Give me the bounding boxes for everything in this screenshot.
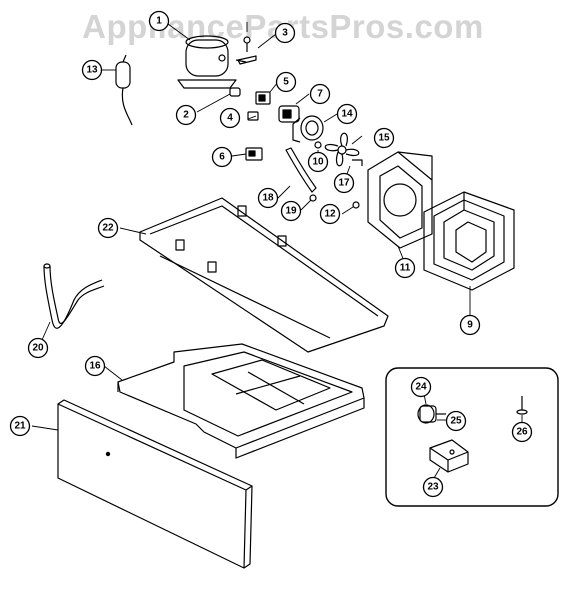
part-knob-24 bbox=[417, 404, 446, 424]
callout-label: 12 bbox=[324, 209, 336, 220]
callout-c26: 26 bbox=[511, 421, 533, 443]
part-drain-tube-20 bbox=[43, 263, 105, 329]
leader-lines bbox=[31, 22, 523, 479]
part-relay-5 bbox=[255, 91, 271, 105]
callout-label: 11 bbox=[400, 263, 411, 274]
callout-label: 5 bbox=[283, 77, 289, 88]
part-compressor-1 bbox=[177, 35, 247, 89]
callout-label: 20 bbox=[32, 343, 44, 354]
callout-label: 1 bbox=[156, 16, 162, 27]
callout-c3: 3 bbox=[274, 22, 296, 44]
part-bracket-6 bbox=[245, 147, 263, 161]
callout-c25: 25 bbox=[445, 410, 467, 432]
part-nut-12 bbox=[352, 201, 360, 209]
callout-c20: 20 bbox=[27, 337, 49, 359]
part-thermostat-23 bbox=[429, 439, 469, 473]
callout-label: 9 bbox=[467, 320, 473, 331]
part-overload-7 bbox=[278, 105, 300, 123]
part-fan-motor-14 bbox=[292, 115, 324, 143]
callout-label: 23 bbox=[427, 482, 439, 493]
callout-label: 22 bbox=[102, 223, 114, 234]
part-washer-10 bbox=[314, 141, 322, 149]
part-screw-26 bbox=[516, 396, 528, 415]
callout-c17: 17 bbox=[333, 172, 355, 194]
callout-c1: 1 bbox=[148, 10, 170, 32]
part-condenser-9 bbox=[423, 191, 515, 291]
part-base-pan-22 bbox=[139, 197, 389, 353]
part-nut-19 bbox=[309, 194, 317, 202]
callout-label: 4 bbox=[227, 113, 233, 124]
callout-c23: 23 bbox=[422, 476, 444, 498]
callout-label: 13 bbox=[86, 65, 98, 76]
callout-label: 14 bbox=[341, 109, 353, 120]
callout-label: 7 bbox=[317, 89, 323, 100]
callout-c4: 4 bbox=[219, 107, 241, 129]
callout-label: 10 bbox=[312, 157, 324, 168]
callout-c15: 15 bbox=[373, 127, 395, 149]
callout-c21: 21 bbox=[9, 415, 31, 437]
callout-c7: 7 bbox=[309, 83, 331, 105]
part-shroud-11 bbox=[367, 151, 433, 249]
callout-label: 19 bbox=[285, 206, 297, 217]
part-bracket-3 bbox=[237, 36, 257, 65]
inset-box bbox=[385, 367, 559, 507]
callout-c13: 13 bbox=[81, 59, 103, 81]
part-strap-18 bbox=[285, 147, 317, 193]
callout-label: 17 bbox=[338, 178, 350, 189]
callout-c11: 11 bbox=[394, 257, 416, 279]
callout-c24: 24 bbox=[410, 376, 432, 398]
part-grommet-2 bbox=[229, 87, 241, 97]
callout-c5: 5 bbox=[275, 71, 297, 93]
callout-label: 15 bbox=[378, 133, 390, 144]
callout-label: 24 bbox=[415, 382, 427, 393]
callout-label: 18 bbox=[262, 193, 274, 204]
part-clip-17 bbox=[352, 159, 363, 166]
callout-label: 6 bbox=[219, 152, 225, 163]
part-screw-4 bbox=[247, 111, 259, 121]
callout-c12: 12 bbox=[319, 203, 341, 225]
callout-c2: 2 bbox=[175, 104, 197, 126]
callout-label: 2 bbox=[183, 110, 189, 121]
part-drain-pan-16 bbox=[117, 343, 365, 459]
callout-c10: 10 bbox=[307, 151, 329, 173]
callout-c19: 19 bbox=[280, 200, 302, 222]
callout-c18: 18 bbox=[257, 187, 279, 209]
callout-c14: 14 bbox=[336, 103, 358, 125]
callout-c6: 6 bbox=[211, 146, 233, 168]
callout-label: 21 bbox=[14, 421, 26, 432]
part-fan-blade-15 bbox=[324, 132, 360, 167]
callout-label: 26 bbox=[516, 427, 528, 438]
callout-c9: 9 bbox=[459, 314, 481, 336]
part-front-panel-21 bbox=[57, 399, 253, 569]
callout-label: 3 bbox=[282, 28, 288, 39]
callout-label: 16 bbox=[89, 361, 101, 372]
callout-c16: 16 bbox=[84, 355, 106, 377]
part-capacitor-13 bbox=[115, 54, 133, 126]
callout-label: 25 bbox=[450, 416, 462, 427]
callout-c22: 22 bbox=[97, 217, 119, 239]
